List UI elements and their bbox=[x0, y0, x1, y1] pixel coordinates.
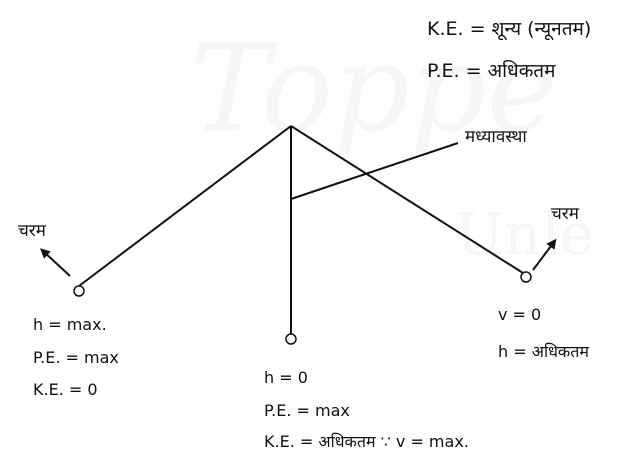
left-bob-ke: K.E. = 0 bbox=[33, 380, 98, 399]
right-extreme-arrow bbox=[532, 238, 557, 271]
left-extreme-arrow bbox=[40, 248, 71, 277]
right-bob bbox=[520, 271, 532, 283]
left-bob bbox=[73, 285, 85, 297]
extreme-left-label: चरम bbox=[18, 221, 46, 241]
left-string bbox=[78, 125, 292, 287]
left-bob-height: h = max. bbox=[33, 315, 107, 334]
pe-statement: P.E. = अधिकतम bbox=[427, 60, 556, 82]
right-bob-velocity: v = 0 bbox=[498, 305, 542, 324]
mean-position-pointer bbox=[290, 142, 459, 200]
ke-statement: K.E. = शून्य (न्यूनतम) bbox=[427, 18, 592, 40]
right-string bbox=[290, 125, 524, 274]
center-bob-pe: P.E. = max bbox=[264, 401, 350, 420]
left-bob-pe: P.E. = max bbox=[33, 348, 119, 367]
center-bob-height: h = 0 bbox=[264, 368, 308, 387]
center-bob bbox=[285, 333, 297, 345]
extreme-right-label: चरम bbox=[551, 204, 579, 224]
right-bob-height: h = अधिकतम bbox=[498, 342, 589, 361]
center-bob-ke: K.E. = अधिकतम ∵ v = max. bbox=[264, 432, 469, 451]
mean-position-label: मध्यावस्था bbox=[465, 127, 527, 147]
